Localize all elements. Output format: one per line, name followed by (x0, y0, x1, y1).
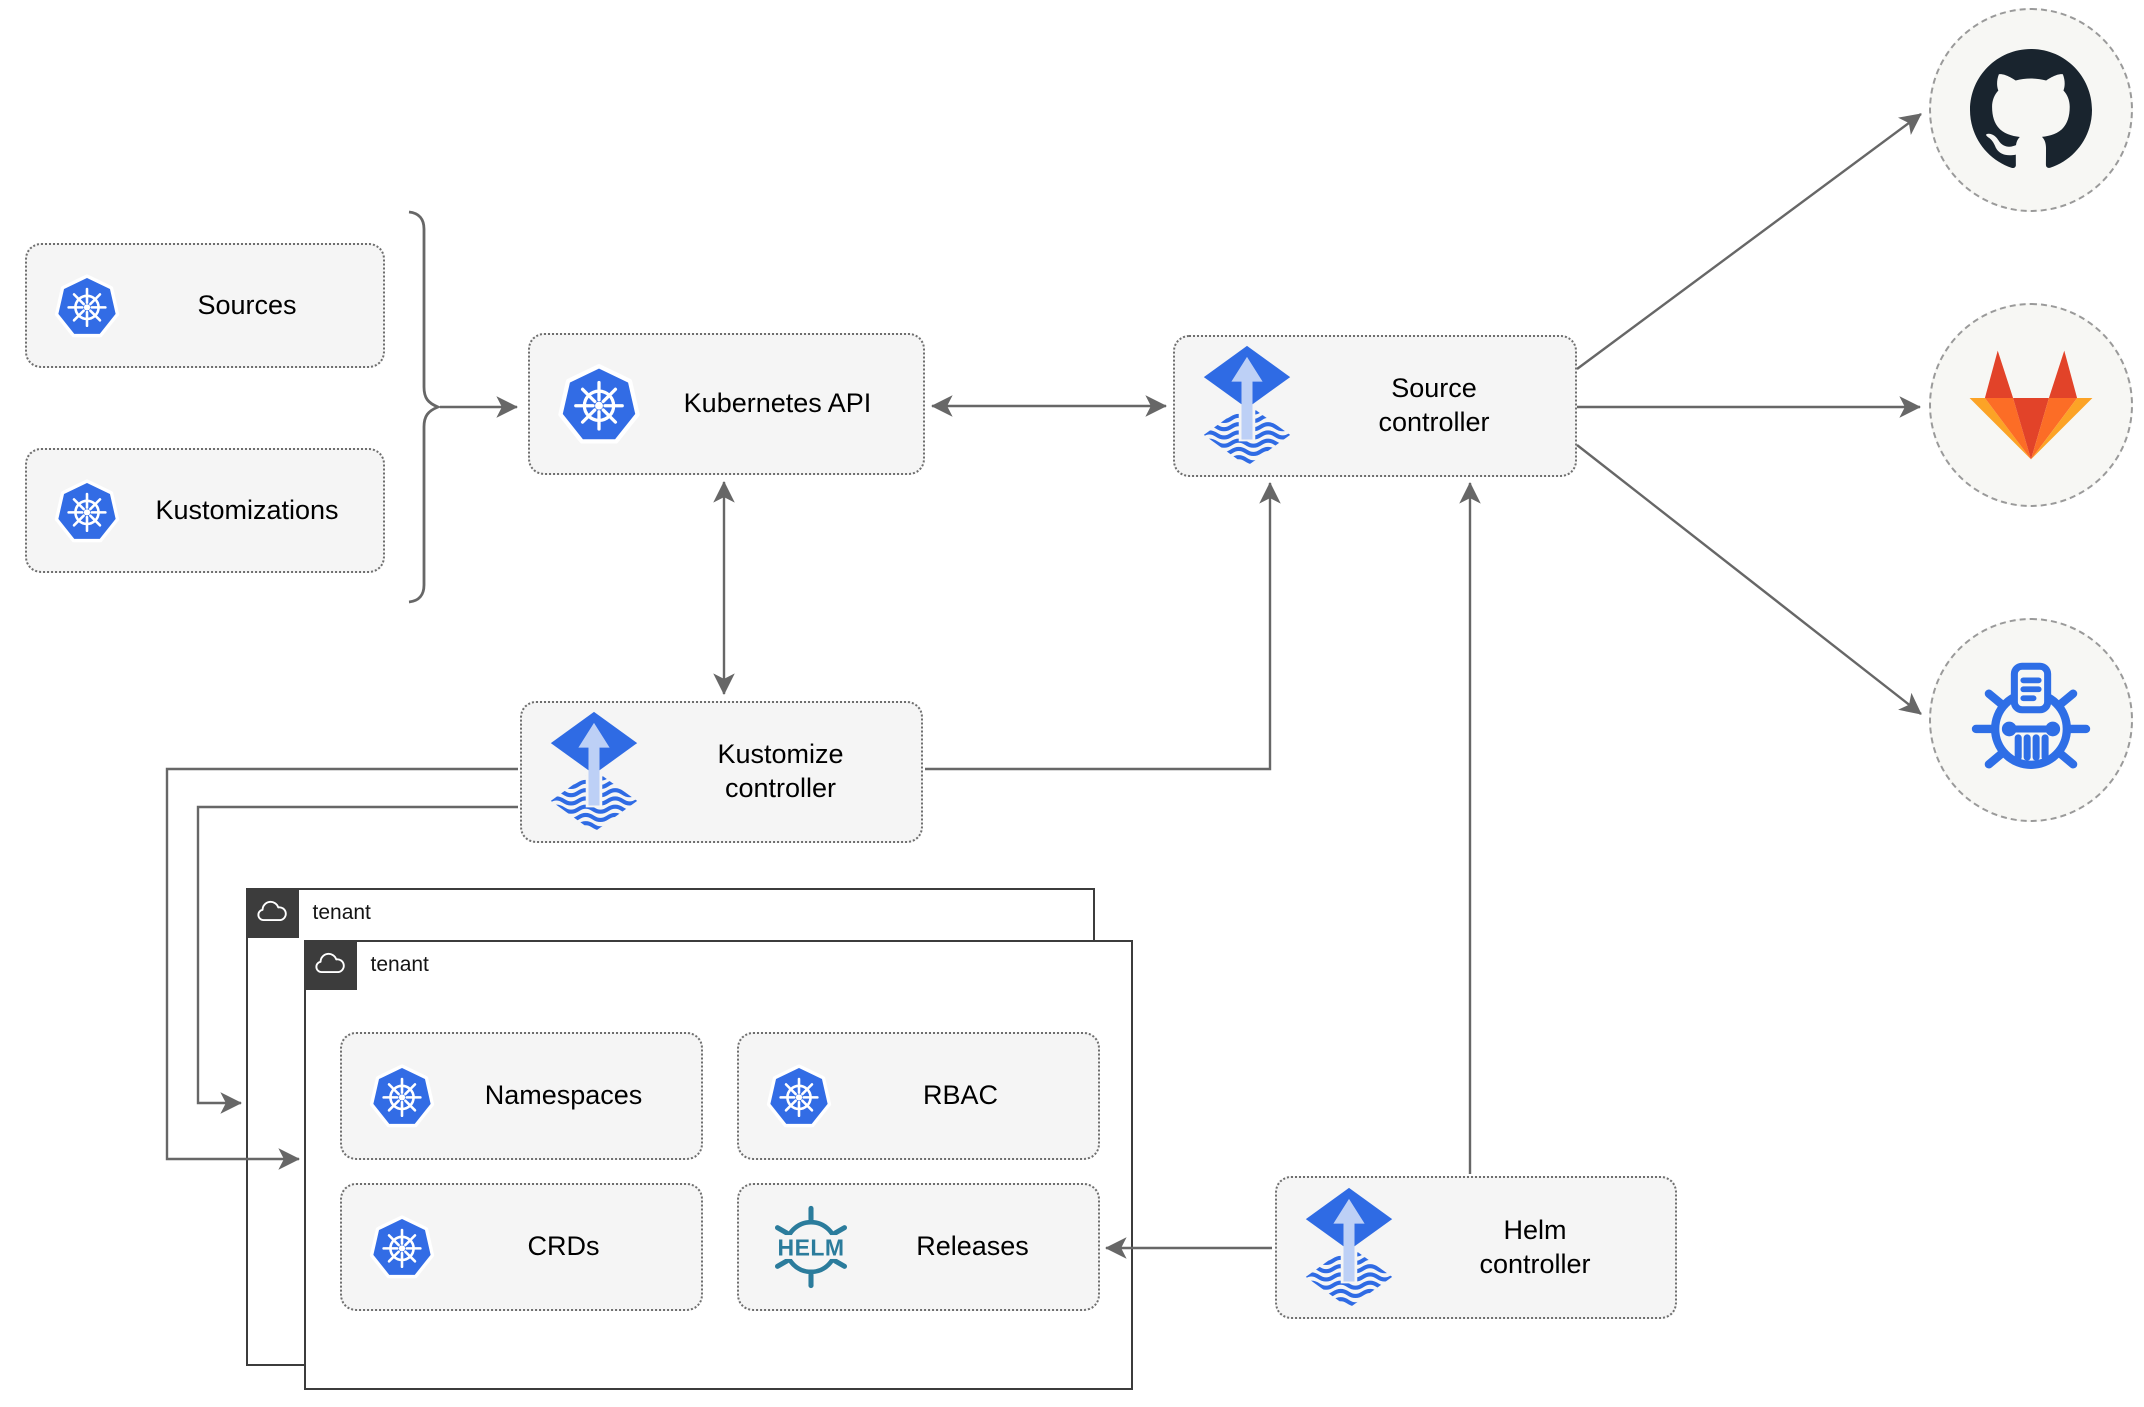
node-sources: Sources (25, 243, 385, 368)
flux-icon (1303, 1186, 1395, 1310)
node-crds: CRDs (340, 1183, 703, 1311)
tenant-label: tenant (312, 900, 371, 924)
brace-sources-group (408, 210, 442, 604)
kubernetes-icon (53, 477, 121, 545)
github-icon (1970, 49, 2092, 168)
node-label: Namespaces (484, 1080, 643, 1111)
tenant-box-inner: tenant (303, 939, 1133, 1390)
tenant-tab (303, 939, 357, 990)
node-label: Sources (197, 289, 297, 320)
edge-source-chartmuseum (1576, 444, 1922, 715)
kubernetes-icon (368, 1062, 436, 1130)
cloud-icon (257, 900, 287, 921)
node-kubernetes-api: Kubernetes API (528, 333, 925, 475)
node-label: RBAC (922, 1080, 998, 1111)
kubernetes-icon (53, 272, 121, 340)
node-rbac: RBAC (737, 1032, 1100, 1160)
helm-icon (765, 1201, 857, 1293)
node-label: Source controller (1378, 373, 1490, 437)
chartmuseum-icon (1967, 656, 2095, 784)
node-kustomize-controller: Kustomize controller (520, 701, 923, 843)
edge-source-github (1576, 113, 1922, 370)
node-helm-controller: Helm controller (1275, 1176, 1677, 1319)
external-github (1929, 8, 2133, 212)
external-chartmuseum (1929, 618, 2133, 822)
node-label: Helm controller (1479, 1214, 1591, 1279)
tenant-header: tenant (245, 887, 371, 938)
tenant-label: tenant (370, 952, 429, 976)
tenant-tab (245, 887, 299, 938)
node-kustomizations: Kustomizations (25, 448, 385, 573)
flux-icon (548, 710, 640, 834)
kubernetes-icon (556, 361, 642, 447)
kubernetes-icon (765, 1062, 833, 1130)
node-label: Kustomize controller (717, 739, 844, 803)
tenant-header: tenant (303, 939, 429, 990)
node-label: CRDs (527, 1231, 600, 1262)
node-label: Releases (916, 1231, 1029, 1262)
node-namespaces: Namespaces (340, 1032, 703, 1160)
kubernetes-icon (368, 1213, 436, 1281)
node-label: Kustomizations (155, 494, 339, 525)
cloud-icon (315, 952, 345, 973)
flux-icon (1201, 344, 1293, 468)
edge-kustomize-source (925, 482, 1281, 771)
external-gitlab (1929, 303, 2133, 507)
node-label: Kubernetes API (683, 388, 872, 419)
node-source-controller: Source controller (1173, 335, 1577, 477)
node-releases: Releases (737, 1183, 1100, 1311)
gitlab-icon (1969, 350, 2093, 460)
